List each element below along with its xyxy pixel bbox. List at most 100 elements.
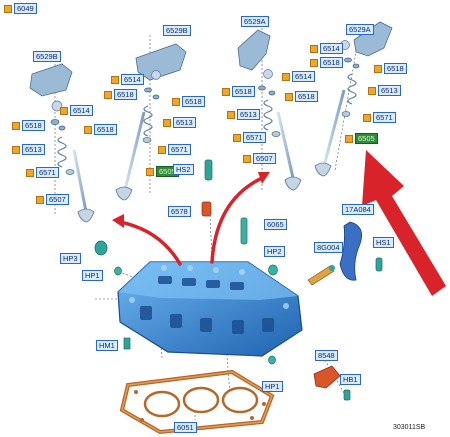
callout-marker-icon xyxy=(310,58,318,67)
part-number-label: 6513 xyxy=(378,85,401,96)
part-number-label: 6513 xyxy=(22,144,45,155)
callout-marker-icon xyxy=(60,106,68,115)
part-number-label: HB1 xyxy=(340,374,361,385)
part-number-label: 6513 xyxy=(237,109,260,120)
callout-marker-icon xyxy=(285,92,293,101)
part-number-label: 6049 xyxy=(14,3,37,14)
part-number-label: 6518 xyxy=(94,124,117,135)
part-callout-c6578: 6578 xyxy=(168,206,191,217)
part-number-label: 6518 xyxy=(22,120,45,131)
cylinder-head xyxy=(117,261,303,357)
part-number-label: 8548 xyxy=(315,350,338,361)
part-callout-c6518_la: 6518 xyxy=(12,120,45,131)
part-number-label: HP1 xyxy=(262,381,283,392)
part-callout-c6513_l: 6513 xyxy=(12,144,45,155)
part-callout-c6049: 6049 xyxy=(4,3,37,14)
part-callout-chp1_r: HP1 xyxy=(262,381,283,392)
part-number-label: 6529A xyxy=(241,16,269,27)
part-number-label: 6514 xyxy=(320,43,343,54)
part-number-label: 6518 xyxy=(114,89,137,100)
part-callout-c6507_l: 6507 xyxy=(36,194,69,205)
part-callout-c6514_l: 6514 xyxy=(60,105,93,116)
part-number-label: 6578 xyxy=(168,206,191,217)
part-number-label: 8G004 xyxy=(314,242,343,253)
callout-marker-icon xyxy=(84,125,92,134)
part-callout-c6065: 6065 xyxy=(264,219,287,230)
callout-marker-icon xyxy=(345,134,353,143)
part-callout-c6514_m: 6514 xyxy=(282,71,315,82)
part-number-label: 6507 xyxy=(253,153,276,164)
part-number-label: HP3 xyxy=(60,253,81,264)
callout-marker-icon xyxy=(172,97,180,106)
callout-marker-icon xyxy=(111,75,119,84)
part-number-label: 6051 xyxy=(174,422,197,433)
part-callout-chp2: HP2 xyxy=(264,246,285,257)
callout-marker-icon xyxy=(4,4,12,13)
part-number-label: 6513 xyxy=(173,117,196,128)
part-number-label: 6514 xyxy=(292,71,315,82)
arrow-heads xyxy=(112,150,446,296)
callout-marker-icon xyxy=(243,154,251,163)
part-number-label: 6529B xyxy=(33,51,61,62)
callout-marker-icon xyxy=(282,72,290,81)
callout-marker-icon xyxy=(227,110,235,119)
part-callout-c17a084: 17A084 xyxy=(342,204,374,215)
part-number-label: 6505 xyxy=(355,133,378,144)
callout-marker-icon xyxy=(222,87,230,96)
part-callout-chp1_l: HP1 xyxy=(82,270,103,281)
part-callout-c8548: 8548 xyxy=(315,350,338,361)
part-number-label: 6518 xyxy=(232,86,255,97)
part-callout-c6529b_l: 6529B xyxy=(33,51,61,62)
part-callout-c6513_c: 6513 xyxy=(163,117,196,128)
part-callout-c6518_cb: 6518 xyxy=(172,96,205,107)
part-callout-c6571_c: 6571 xyxy=(158,144,191,155)
part-callout-c6507_m: 6507 xyxy=(243,153,276,164)
part-callout-c6518_ra: 6518 xyxy=(310,57,343,68)
part-callout-c6571_r: 6571 xyxy=(363,112,396,123)
part-number-label: 6518 xyxy=(295,91,318,102)
part-number-label: 6529B xyxy=(163,25,191,36)
part-callout-c6518_ca: 6518 xyxy=(104,89,137,100)
part-number-label: HP2 xyxy=(264,246,285,257)
part-callout-c6518_mb: 6518 xyxy=(285,91,318,102)
callout-marker-icon xyxy=(36,195,44,204)
part-number-label: HS1 xyxy=(373,237,394,248)
callout-marker-icon xyxy=(310,44,318,53)
part-callout-c6571_m: 6571 xyxy=(233,132,266,143)
part-number-label: HP1 xyxy=(82,270,103,281)
part-callout-c6051: 6051 xyxy=(174,422,197,433)
callout-marker-icon xyxy=(104,90,112,99)
figure-reference: 303011SB xyxy=(393,424,426,431)
head-gasket xyxy=(119,369,275,435)
callout-marker-icon xyxy=(158,145,166,154)
part-callout-c8g004: 8G004 xyxy=(314,242,343,253)
part-callout-chm1: HM1 xyxy=(96,340,118,351)
assembly-arrows xyxy=(118,176,264,266)
part-number-label: 6518 xyxy=(320,57,343,68)
callout-marker-icon xyxy=(233,133,241,142)
part-number-label: HS2 xyxy=(173,164,194,175)
callout-marker-icon xyxy=(26,168,34,177)
part-callout-c6518_lb: 6518 xyxy=(84,124,117,135)
callout-marker-icon xyxy=(12,145,20,154)
part-callout-c6529b_c: 6529B xyxy=(163,25,191,36)
part-callout-c6518_ma: 6518 xyxy=(222,86,255,97)
part-callout-c6514_c: 6514 xyxy=(111,74,144,85)
middle-valve-assembly xyxy=(237,29,302,191)
part-callout-c6513_r: 6513 xyxy=(368,85,401,96)
part-callout-c6513_m: 6513 xyxy=(227,109,260,120)
part-number-label: 6529A xyxy=(346,24,374,35)
part-callout-chb1: HB1 xyxy=(340,374,361,385)
part-callout-c6514_r: 6514 xyxy=(310,43,343,54)
part-number-label: 6571 xyxy=(168,144,191,155)
left-valve-assembly xyxy=(29,63,95,223)
callout-marker-icon xyxy=(12,121,20,130)
part-number-label: 6518 xyxy=(182,96,205,107)
part-callout-c6518_rb: 6518 xyxy=(374,63,407,74)
part-number-label: 6571 xyxy=(36,167,59,178)
callout-marker-icon xyxy=(368,86,376,95)
part-callout-chp3: HP3 xyxy=(60,253,81,264)
part-number-label: 17A084 xyxy=(342,204,374,215)
